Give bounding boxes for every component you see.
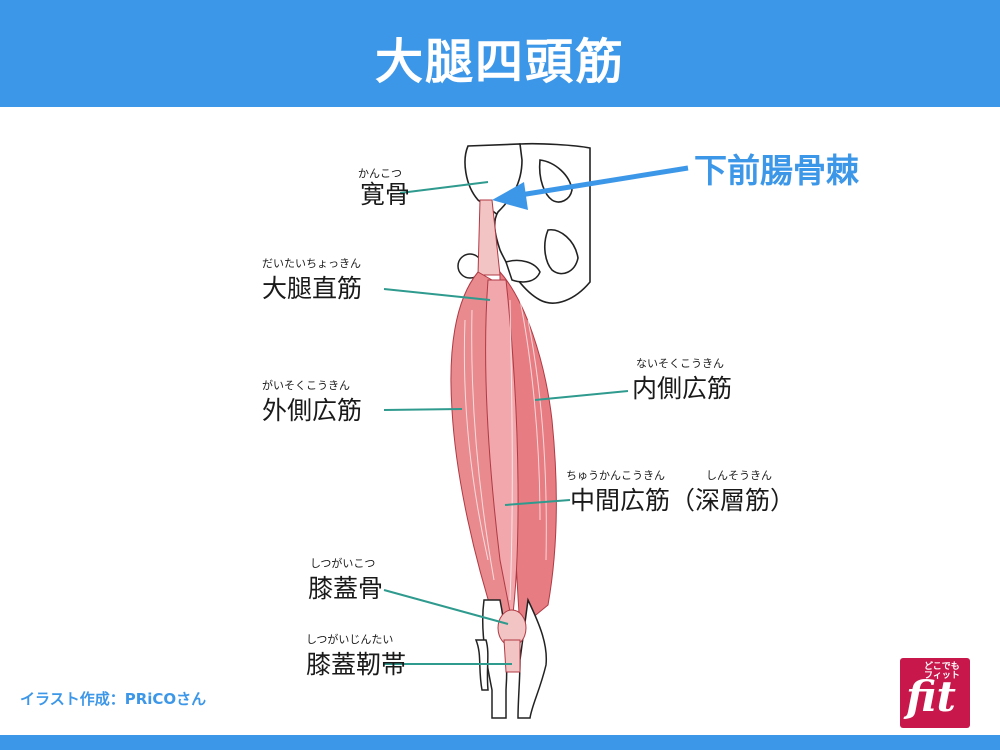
vastus-lateralis-label: 外側広筋 <box>262 396 363 425</box>
rectus-femoris-ruby: だいたいちょっきん <box>262 257 361 270</box>
patellar-ligament-ruby: しつがいじんたい <box>306 633 394 646</box>
patellar-ligament-band <box>503 639 521 673</box>
vastus-intermedius-label: 中間広筋（深層筋） <box>570 486 796 515</box>
patellar-ligament-label: 膝蓋靭帯 <box>306 650 407 679</box>
vastus-medialis-label: 内側広筋 <box>632 374 733 403</box>
leader-lines <box>383 181 629 665</box>
fit-logo: どこでも フィット fit <box>900 658 970 728</box>
thigh-muscles <box>450 270 557 629</box>
callout-arrow <box>492 165 689 210</box>
vastus-medialis-ruby: ないそくこうきん <box>636 357 724 370</box>
femur-head <box>457 253 541 283</box>
illustration-credit: イラスト作成：PRiCOさん <box>20 690 207 708</box>
page-title: 大腿四頭筋 <box>374 34 625 90</box>
logo-tagline: どこでも フィット <box>924 662 960 682</box>
vastus-lateralis-ruby: がいそくこうきん <box>262 379 350 392</box>
aiis-callout-label: 下前腸骨棘 <box>694 151 859 190</box>
ilium-ruby: かんこつ <box>358 167 402 180</box>
deep-muscle-ruby: しんそうきん <box>706 469 772 482</box>
rectus-femoris-label: 大腿直筋 <box>262 274 363 303</box>
muscle-fiber-lines <box>463 299 547 601</box>
header-bar: 大腿四頭筋 <box>0 0 1000 107</box>
vastus-intermedius-ruby: ちゅうかんこうきん <box>566 469 665 482</box>
logo-wordmark: fit <box>906 672 956 721</box>
ilium-label: 寛骨 <box>360 180 411 209</box>
footer-bar <box>0 735 1000 750</box>
patella-ruby: しつがいこつ <box>310 557 376 570</box>
patella-label: 膝蓋骨 <box>308 574 384 603</box>
